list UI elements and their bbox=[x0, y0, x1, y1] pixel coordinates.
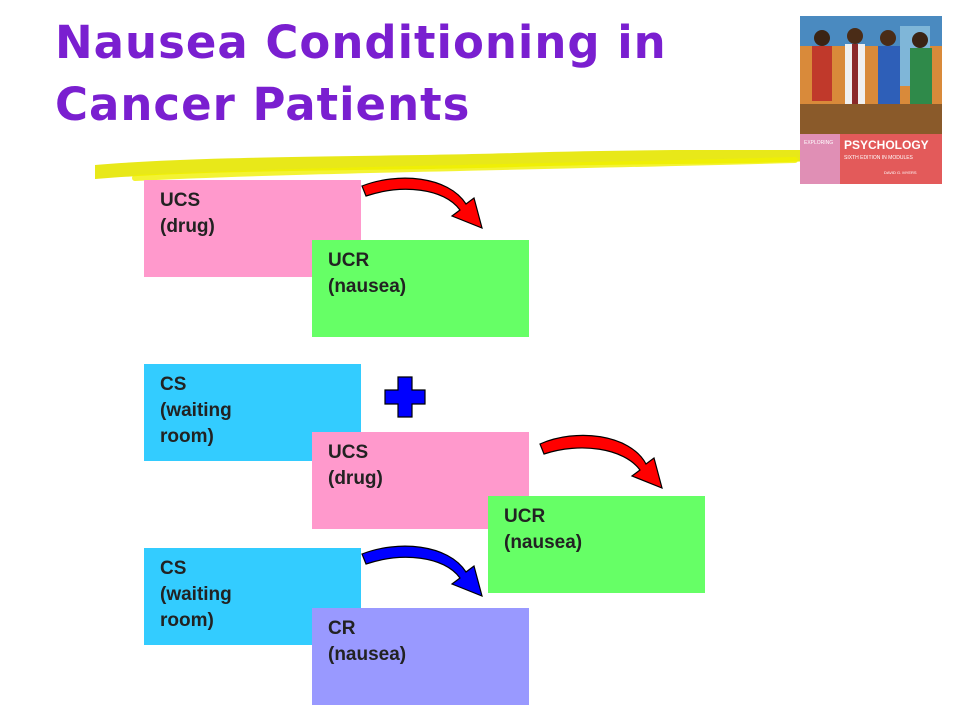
curved-arrow-red-2 bbox=[539, 434, 663, 490]
ucr-label-1: UCR (nausea) bbox=[328, 250, 407, 297]
book-brand-text: EXPLORING bbox=[804, 140, 833, 146]
cs-waiting-room-box-1: CS (waiting room) bbox=[144, 364, 361, 461]
cr-nausea-box: CR (nausea) bbox=[312, 608, 529, 705]
cs-label-1: CS (waiting room) bbox=[160, 374, 232, 447]
book-cover-image: EXPLORING PSYCHOLOGY SIXTH EDITION IN MO… bbox=[800, 16, 942, 184]
curved-arrow-blue bbox=[361, 545, 483, 598]
ucr-nausea-box-2: UCR (nausea) bbox=[488, 496, 705, 593]
ucr-nausea-box-1: UCR (nausea) bbox=[312, 240, 529, 337]
book-title-text: PSYCHOLOGY bbox=[844, 138, 929, 152]
title-underline-stroke bbox=[95, 150, 815, 181]
plus-icon bbox=[384, 376, 426, 418]
book-author-text: DAVID G. MYERS bbox=[884, 170, 917, 175]
cs-label-2: CS (waiting room) bbox=[160, 558, 232, 631]
ucs-label-2: UCS (drug) bbox=[328, 442, 383, 489]
ucr-label-2: UCR (nausea) bbox=[504, 506, 583, 553]
ucs-label-1: UCS (drug) bbox=[160, 190, 215, 237]
curved-arrow-red-1 bbox=[361, 177, 483, 230]
cr-label: CR (nausea) bbox=[328, 618, 407, 665]
slide-title: Nausea Conditioning in Cancer Patients bbox=[55, 16, 667, 131]
book-subtitle-text: SIXTH EDITION IN MODULES bbox=[844, 155, 914, 161]
